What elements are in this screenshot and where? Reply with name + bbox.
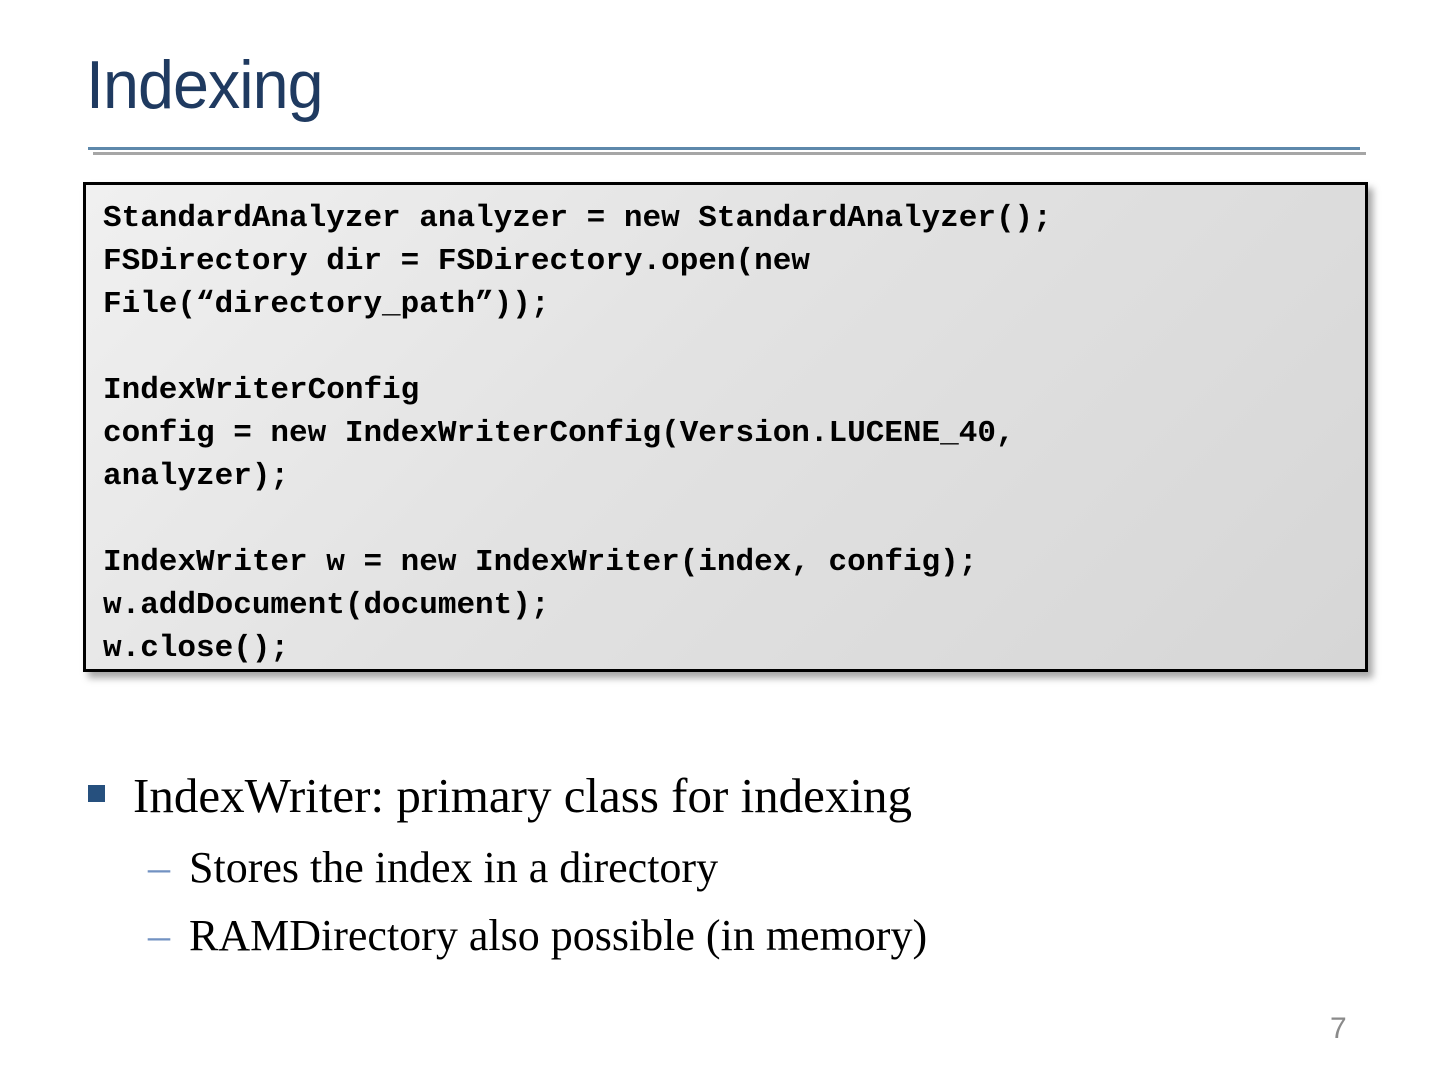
title-rule-blue — [88, 147, 1360, 150]
sub-bullet-item: – RAMDirectory also possible (in memory) — [148, 911, 927, 979]
code-line: FSDirectory dir = FSDirectory.open(new — [103, 244, 810, 279]
sub-bullet-list: – Stores the index in a directory – RAMD… — [148, 843, 927, 979]
code-line: StandardAnalyzer analyzer = new Standard… — [103, 201, 1052, 236]
code-line: w.close(); — [103, 631, 290, 666]
code-line — [103, 498, 1365, 541]
title-rule-gray — [93, 152, 1366, 155]
page-title: Indexing — [86, 47, 324, 123]
code-line: IndexWriterConfig — [103, 373, 420, 408]
dash-bullet-icon: – — [148, 911, 170, 960]
code-line: analyzer); — [103, 459, 290, 494]
code-line: File(“directory_path”)); — [103, 287, 550, 322]
bullet-item-indexwriter: IndexWriter: primary class for indexing — [88, 768, 912, 824]
code-line: IndexWriter w = new IndexWriter(index, c… — [103, 545, 978, 580]
sub-bullet-text: Stores the index in a directory — [189, 843, 719, 892]
page-number: 7 — [1330, 1012, 1347, 1045]
sub-bullet-text: RAMDirectory also possible (in memory) — [189, 911, 928, 960]
code-block: StandardAnalyzer analyzer = new Standard… — [83, 182, 1368, 672]
code-line — [103, 326, 1365, 369]
dash-bullet-icon: – — [148, 843, 170, 892]
sub-bullet-item: – Stores the index in a directory — [148, 843, 927, 911]
square-bullet-icon — [88, 785, 105, 802]
code-line: config = new IndexWriterConfig(Version.L… — [103, 416, 1015, 451]
code-line: w.addDocument(document); — [103, 588, 550, 623]
bullet-text: IndexWriter: primary class for indexing — [133, 768, 913, 823]
